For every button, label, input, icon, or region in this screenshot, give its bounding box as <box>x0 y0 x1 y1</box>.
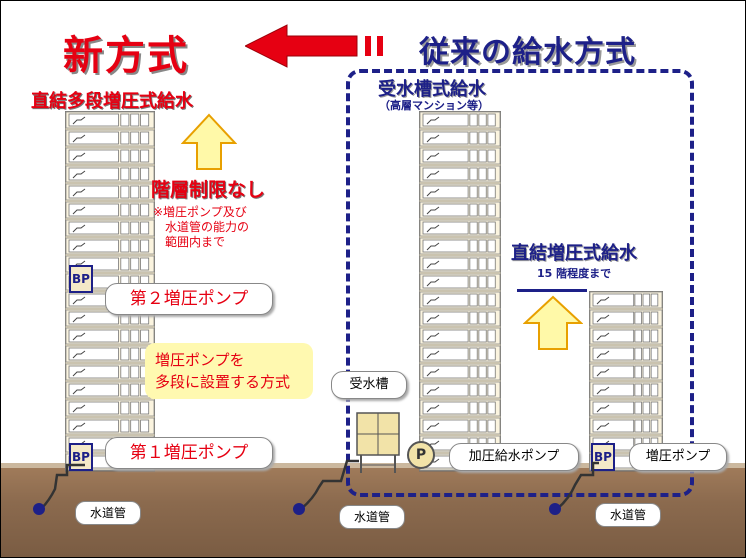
new-method-title: 新方式 <box>63 33 189 79</box>
method-line2: 多段に設置する方式 <box>155 373 291 391</box>
booster-pump-right-icon: BP <box>591 443 615 471</box>
pipe-label-left: 水道管 <box>75 501 141 525</box>
building-floor <box>65 219 155 237</box>
booster-pump-2-icon: BP <box>69 265 93 293</box>
building-floor <box>419 183 501 201</box>
capacity-note-line1: ※増圧ポンプ及び <box>153 205 247 219</box>
building-floor <box>419 201 501 219</box>
building-floor <box>419 129 501 147</box>
method-description: 増圧ポンプを 多段に設置する方式 <box>145 343 313 399</box>
building-floor <box>65 183 155 201</box>
building-floor <box>419 417 501 435</box>
building-floor <box>419 273 501 291</box>
booster-pump-callout: 増圧ポンプ <box>629 443 727 471</box>
building-floor <box>419 363 501 381</box>
building-floor <box>65 381 155 399</box>
building-floor <box>589 399 663 417</box>
pressure-pump-callout: 加圧給水ポンプ <box>449 443 579 471</box>
tank-callout: 受水槽 <box>331 371 407 399</box>
building-floor <box>419 291 501 309</box>
building-floor <box>419 147 501 165</box>
building-floor <box>589 309 663 327</box>
method-line1: 増圧ポンプを <box>155 351 245 369</box>
no-floor-limit: 階層制限なし <box>151 179 266 201</box>
building-floor <box>419 111 501 129</box>
building-floor <box>589 327 663 345</box>
building-floor <box>65 165 155 183</box>
mid-building-right <box>589 291 663 472</box>
pipe-label-middle: 水道管 <box>339 505 405 529</box>
building-floor <box>419 165 501 183</box>
conventional-method-title: 従来の給水方式 <box>419 35 636 70</box>
building-floor <box>419 219 501 237</box>
pressure-pump-icon: P <box>407 441 435 469</box>
building-floor <box>65 129 155 147</box>
tall-building-middle <box>419 111 501 472</box>
building-floor <box>65 399 155 417</box>
water-pipes <box>33 459 599 515</box>
building-floor <box>419 255 501 273</box>
building-floor <box>65 417 155 435</box>
building-floor <box>419 309 501 327</box>
capacity-note-line3: 範囲内まで <box>165 235 226 249</box>
booster-pump-1-icon: BP <box>69 443 93 471</box>
building-floor <box>419 327 501 345</box>
building-floor <box>65 201 155 219</box>
pump-1-callout: 第１増圧ポンプ <box>105 437 273 469</box>
building-floor <box>65 237 155 255</box>
building-floor <box>589 363 663 381</box>
water-tank-icon <box>356 412 400 473</box>
building-floor <box>419 399 501 417</box>
left-heading: 直結多段増圧式給水 <box>31 91 193 112</box>
up-arrow-icon <box>181 113 237 170</box>
building-floor <box>65 345 155 363</box>
tank-method-subheading: （高層マンション等） <box>379 99 489 112</box>
building-floor <box>589 381 663 399</box>
pipe-label-right: 水道管 <box>595 503 661 527</box>
left-arrow-icon <box>245 24 383 68</box>
capacity-note-line2: 水道管の能力の <box>165 220 250 234</box>
building-floor <box>589 417 663 435</box>
booster-method-heading: 直結増圧式給水 <box>511 243 637 264</box>
building-floor <box>589 345 663 363</box>
building-floor <box>419 237 501 255</box>
building-floor <box>65 111 155 129</box>
building-floor <box>65 327 155 345</box>
building-floor <box>419 381 501 399</box>
booster-method-subheading: 15 階程度まで <box>537 267 612 280</box>
building-floor <box>65 147 155 165</box>
building-floor <box>65 363 155 381</box>
pump-2-callout: 第２増圧ポンプ <box>105 283 273 315</box>
capacity-note: ※増圧ポンプ及び 水道管の能力の 範囲内まで <box>153 205 249 250</box>
tank-method-heading: 受水槽式給水 <box>378 79 486 100</box>
building-floor <box>419 345 501 363</box>
conventional-frame <box>346 69 694 497</box>
floor-limit-line <box>517 289 587 292</box>
building-floor <box>589 291 663 309</box>
up-arrow-right-icon <box>523 295 583 350</box>
